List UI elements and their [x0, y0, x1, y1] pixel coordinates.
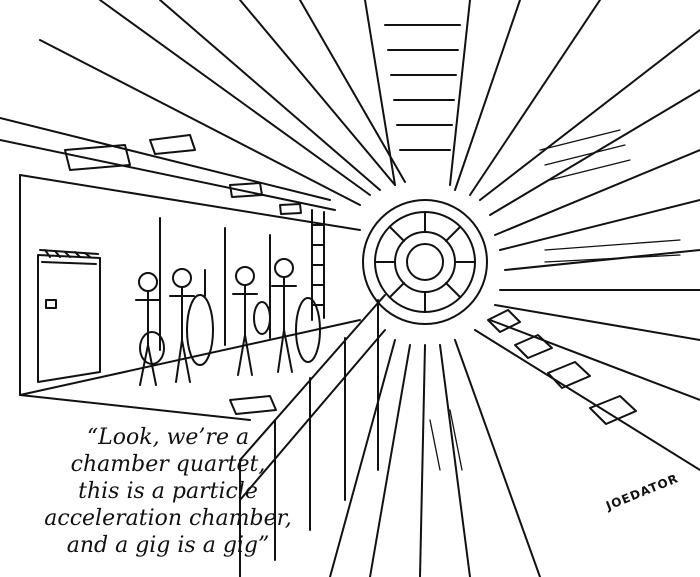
- accelerator-hub: [362, 199, 488, 325]
- left-room: [19, 134, 361, 421]
- caption-line: and a gig is a gig”: [66, 533, 270, 558]
- caption-line: this is a particle: [78, 479, 258, 504]
- caption-line: chamber quartet,: [70, 452, 266, 477]
- caption-line: “Look, we’re a: [86, 425, 250, 450]
- walkway-railing: [239, 294, 386, 577]
- musician-quartet: [135, 258, 321, 386]
- floor-vents: [487, 309, 637, 425]
- shading-hatch: [429, 129, 681, 471]
- cartoon-caption: “Look, we’re a chamber quartet, this is …: [18, 424, 318, 559]
- caption-line: acceleration chamber,: [44, 506, 292, 531]
